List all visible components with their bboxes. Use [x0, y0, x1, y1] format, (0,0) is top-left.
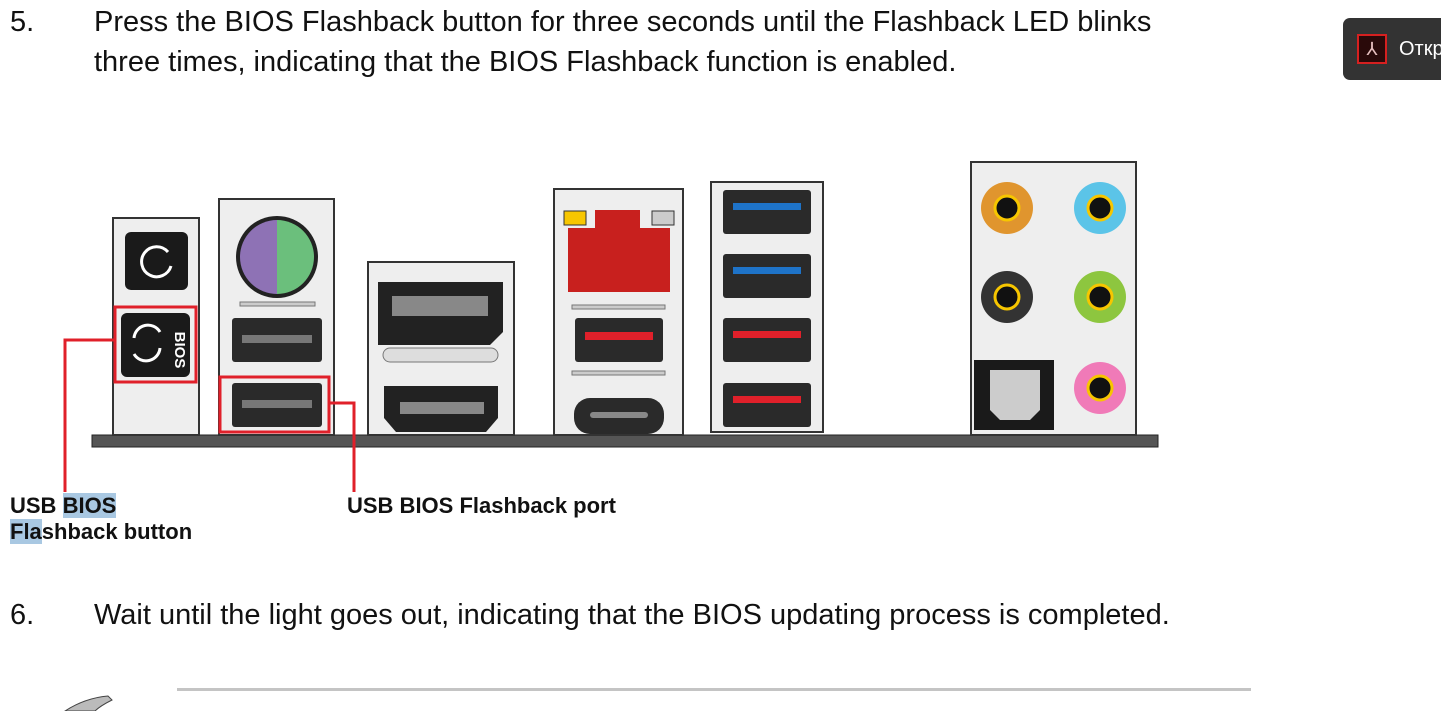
- label-text-selected: Fla: [10, 519, 42, 544]
- bios-flashback-button-label: USB BIOS Flashback button: [10, 493, 192, 545]
- usb-port: [723, 383, 811, 427]
- step-number: 6.: [10, 599, 35, 631]
- diagram-shape: [239, 301, 316, 307]
- diagram-shape: [400, 402, 484, 414]
- step-text-line: Wait until the light goes out, indicatin…: [94, 599, 1170, 631]
- display-panel: [367, 261, 515, 436]
- step-text-line: Press the BIOS Flashback button for thre…: [94, 6, 1152, 38]
- callout-line: [329, 401, 356, 492]
- diagram-shape: [651, 210, 675, 226]
- step-text-line: three times, indicating that the BIOS Fl…: [94, 46, 957, 78]
- open-button-label: Откр: [1399, 37, 1441, 60]
- callout-line: [63, 338, 115, 492]
- diagram-shape: [993, 283, 1021, 311]
- bios-button-panel: BIOS: [112, 217, 200, 436]
- diagram-shape: [733, 203, 801, 210]
- diagram-shape: [242, 400, 312, 408]
- clear-cmos-button: [125, 232, 188, 290]
- diagram-shape: [392, 296, 488, 316]
- pen-icon: [64, 695, 113, 711]
- bios-flashback-port-label: USB BIOS Flashback port: [347, 493, 616, 518]
- ethernet-port: [568, 210, 670, 292]
- diagram-shape: [571, 370, 666, 376]
- open-in-acrobat-button[interactable]: ⅄ Откр: [1343, 18, 1441, 80]
- diagram-shape: [571, 304, 666, 310]
- diagram-shape: [733, 396, 801, 403]
- diagram-shape: [240, 220, 277, 294]
- highlight-box: [113, 305, 198, 384]
- diagram-shape: [990, 370, 1040, 420]
- label-text: USB: [10, 493, 63, 518]
- usb-port: [723, 318, 811, 362]
- diagram-shape: [242, 335, 312, 343]
- bios-text: BIOS: [171, 332, 188, 369]
- usb-port: [723, 190, 811, 234]
- diagram-shape: [590, 412, 648, 418]
- io-base-bar: [91, 434, 1159, 448]
- diagram-shape: [1086, 374, 1114, 402]
- usb-stack-panel: [710, 181, 824, 433]
- label-text-selected: BIOS: [62, 493, 117, 518]
- label-text: shback button: [41, 519, 193, 544]
- note-divider: [177, 688, 1251, 691]
- usb-port: [723, 254, 811, 298]
- lan-panel: [553, 188, 684, 436]
- diagram-shape: [1086, 283, 1114, 311]
- diagram-shape: [382, 347, 499, 363]
- step-number: 5.: [10, 6, 35, 38]
- diagram-shape: [993, 194, 1021, 222]
- diagram-shape: [563, 210, 587, 226]
- sync-icon: [132, 323, 162, 363]
- diagram-shape: [733, 331, 801, 338]
- refresh-icon: [140, 245, 173, 279]
- adobe-acrobat-icon: ⅄: [1357, 34, 1387, 64]
- audio-panel: [970, 161, 1137, 436]
- diagram-shape: [1086, 194, 1114, 222]
- diagram-shape: [277, 220, 314, 294]
- ps2-usb-panel: [218, 198, 335, 436]
- diagram-shape: [733, 267, 801, 274]
- diagram-shape: [585, 332, 653, 340]
